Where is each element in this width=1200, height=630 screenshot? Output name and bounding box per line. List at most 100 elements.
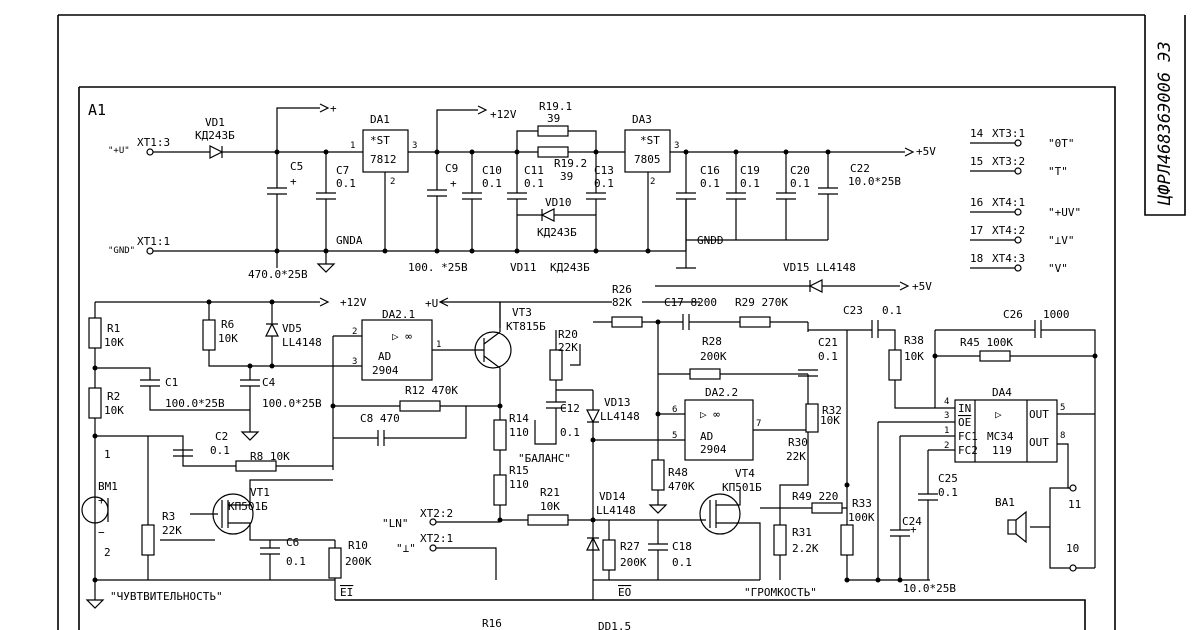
in-gnd-label: "GND" — [108, 246, 135, 256]
amplifier-da4 — [954, 399, 1058, 463]
da2-1-part: 2904 — [372, 364, 399, 377]
connector-terminal — [1014, 264, 1022, 272]
connector-signal: "T" — [1048, 165, 1068, 178]
xt1-3-terminal — [146, 148, 154, 156]
xt1-1-terminal — [146, 247, 154, 255]
svg-text:▷: ▷ — [995, 408, 1002, 421]
balans-label: "БАЛАНС" — [518, 452, 571, 465]
svg-text:5: 5 — [672, 431, 677, 441]
plus12-label: +12V — [490, 108, 517, 121]
c22-ref: C22 — [850, 162, 870, 175]
pin2-label: 2 — [104, 546, 111, 559]
da4-fc1: FC1 — [958, 430, 978, 443]
r19-1-ref: R19.1 — [539, 100, 572, 113]
da4-oe: OE — [958, 416, 971, 429]
c13-val: 0.1 — [594, 177, 614, 190]
plusu-label: +U — [425, 297, 438, 310]
r48-ref: R48 — [668, 466, 688, 479]
c5-ref: C5 — [290, 160, 303, 173]
vd11-val: КД243Б — [550, 261, 590, 274]
r28-ref: R28 — [702, 335, 722, 348]
xt1-1-label: XT1:1 — [137, 235, 170, 248]
resistor-r28 — [689, 368, 721, 380]
c21-val: 0.1 — [818, 350, 838, 363]
r21-ref: R21 — [540, 486, 560, 499]
r26-val: 82K — [612, 296, 632, 309]
c21-ref: C21 — [818, 336, 838, 349]
c12-val: 0.1 — [560, 426, 580, 439]
r38-val: 10K — [904, 350, 924, 363]
svg-text:2: 2 — [390, 177, 395, 187]
da4-out2: OUT — [1029, 436, 1049, 449]
da1-ref: DA1 — [370, 113, 390, 126]
c9-ref: C9 — [445, 162, 458, 175]
connector-pin: 17 — [970, 224, 983, 237]
r27-ref: R27 — [620, 540, 640, 553]
r15-val: 110 — [509, 478, 529, 491]
c10-val: 0.1 — [482, 177, 502, 190]
da2-2-ad: AD — [700, 430, 713, 443]
resistor-r26 — [611, 316, 643, 328]
vd13-ref: VD13 — [604, 396, 631, 409]
pin11-label: 11 — [1068, 498, 1081, 511]
c5-val: 470.0*25B — [248, 268, 308, 281]
c20-ref: C20 — [790, 164, 810, 177]
r16-ref: R16 — [482, 617, 502, 630]
diode-vd1-symbol — [209, 145, 224, 159]
svg-text:3: 3 — [674, 141, 679, 151]
speaker-ba1 — [1007, 519, 1017, 535]
connector-terminal — [1014, 139, 1022, 147]
c12-ref: C12 — [560, 402, 580, 415]
xt1-3-label: XT1:3 — [137, 136, 170, 149]
svg-text:3: 3 — [412, 141, 417, 151]
r1-ref: R1 — [107, 322, 120, 335]
r8-label: R8 10K — [250, 450, 290, 463]
r19-1-val: 39 — [547, 112, 560, 125]
c24-ref: C24 — [902, 515, 922, 528]
connector-pin: 16 — [970, 196, 983, 209]
svg-text:8: 8 — [1060, 431, 1065, 441]
volume-label: "ГРОМКОСТЬ" — [744, 586, 817, 599]
da2-2-ref: DA2.2 — [705, 386, 738, 399]
vt4-val: КП501Б — [722, 481, 762, 494]
c4-ref: C4 — [262, 376, 276, 389]
gnda-label: GNDA — [336, 234, 363, 247]
gndsig-label: "⊥" — [396, 542, 416, 555]
svg-text:2: 2 — [352, 327, 357, 337]
connector-pin: 15 — [970, 155, 983, 168]
r19-2-val: 39 — [560, 170, 573, 183]
vd14-ref: VD14 — [599, 490, 626, 503]
da1-st: *ST — [370, 134, 390, 147]
r3-ref: R3 — [162, 510, 175, 523]
connector-signal: "V" — [1048, 262, 1068, 275]
plus-top-label: + — [330, 102, 337, 115]
block-frame — [78, 86, 1116, 630]
c1-val: 100.0*25B — [165, 397, 225, 410]
r20-val: 22K — [558, 341, 578, 354]
c18-ref: C18 — [672, 540, 692, 553]
xt2-2-ref: XT2:2 — [420, 507, 453, 520]
doc-code: ЦФРЛ46836Э006 ЭЗ — [1155, 41, 1175, 206]
outer-frame — [57, 14, 1145, 630]
diode-vd13-symbol — [586, 409, 600, 424]
r14-val: 110 — [509, 426, 529, 439]
resistor-r20 — [549, 349, 563, 381]
svg-text:1: 1 — [350, 141, 355, 151]
c9-val: 100. *25B — [408, 261, 468, 274]
diode-vd10-symbol — [540, 208, 555, 222]
vd1-ref: VD1 — [205, 116, 225, 129]
c6-val: 0.1 — [286, 555, 306, 568]
svg-text:2: 2 — [944, 441, 949, 451]
vt1-val: КП501Б — [228, 500, 268, 513]
svg-text:2: 2 — [650, 177, 655, 187]
c17-label: C17 8200 — [664, 296, 717, 309]
r29-label: R29 270K — [735, 296, 788, 309]
bottom-box — [335, 599, 1086, 630]
r38-ref: R38 — [904, 334, 924, 347]
resistor-r19-2 — [537, 146, 569, 158]
resistor-r29 — [739, 316, 771, 328]
r21-val: 10K — [540, 500, 560, 513]
resistor-r27 — [602, 539, 616, 571]
svg-text:3: 3 — [944, 411, 949, 421]
resistor-r14 — [493, 419, 507, 451]
